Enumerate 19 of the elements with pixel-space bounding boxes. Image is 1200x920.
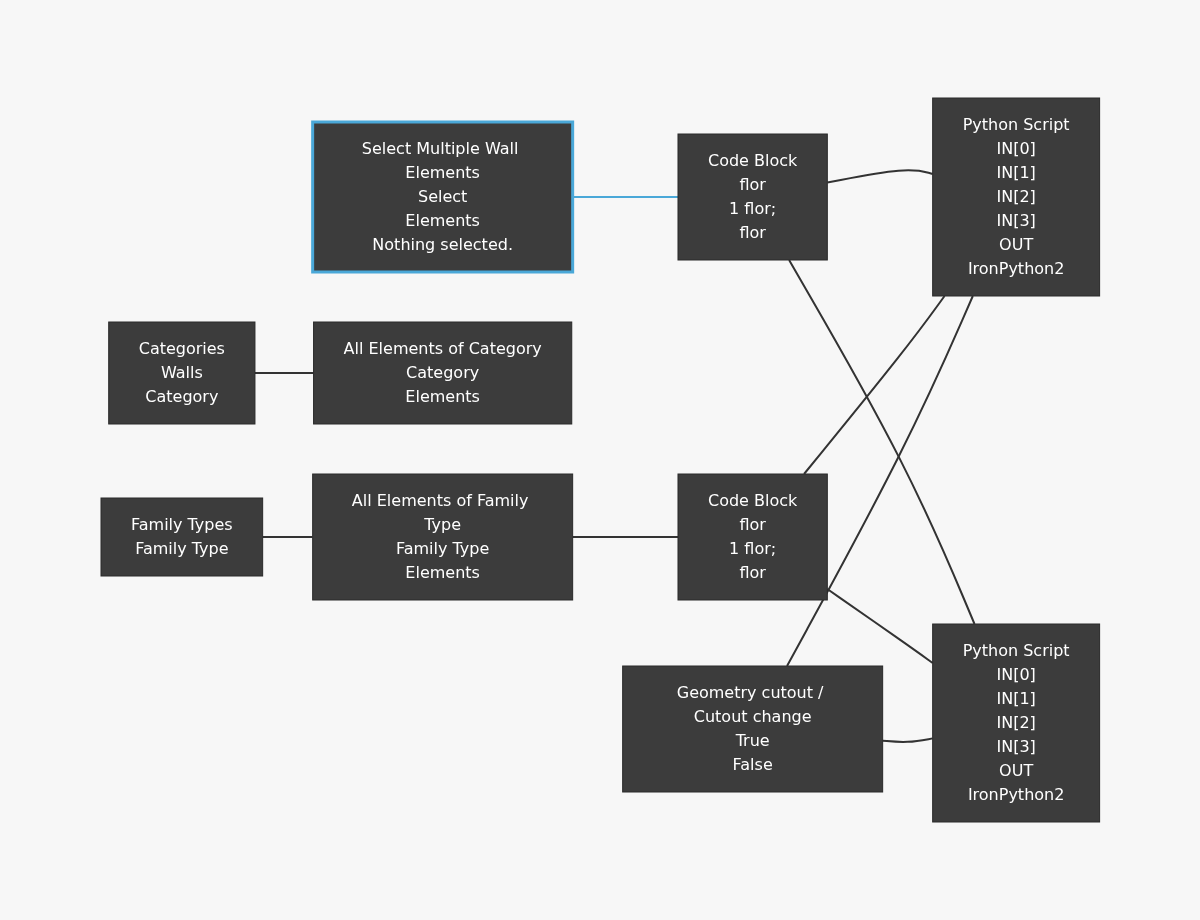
connector (261, 536, 314, 538)
connector (571, 536, 679, 538)
node-box: Python Script IN[0] IN[1] IN[2] IN[3] OUT IronPython2 (931, 97, 1100, 297)
node-box: Family Types Family Type (100, 497, 263, 577)
node-box: Python Script IN[0] IN[1] IN[2] IN[3] OUT IronPython2 (931, 623, 1100, 823)
node-box: All Elements of Family Type Family Type Elements (311, 473, 573, 601)
node-box: Select Multiple Wall Elements Select Elements Nothing selected. (310, 120, 574, 274)
node-box: Code Block flor 1 flor; flor (677, 133, 828, 261)
connector (253, 372, 315, 374)
connector (881, 737, 934, 743)
connector (802, 295, 946, 475)
node-box: All Elements of Category Category Elements (312, 321, 572, 425)
connector (787, 259, 976, 625)
node-box: Categories Walls Category (107, 321, 256, 425)
node-box: Code Block flor 1 flor; flor (677, 473, 828, 601)
node-box: Geometry cutout / Cutout change True False (621, 665, 883, 793)
connector (826, 169, 934, 184)
connector (826, 588, 934, 664)
connector (785, 295, 974, 667)
